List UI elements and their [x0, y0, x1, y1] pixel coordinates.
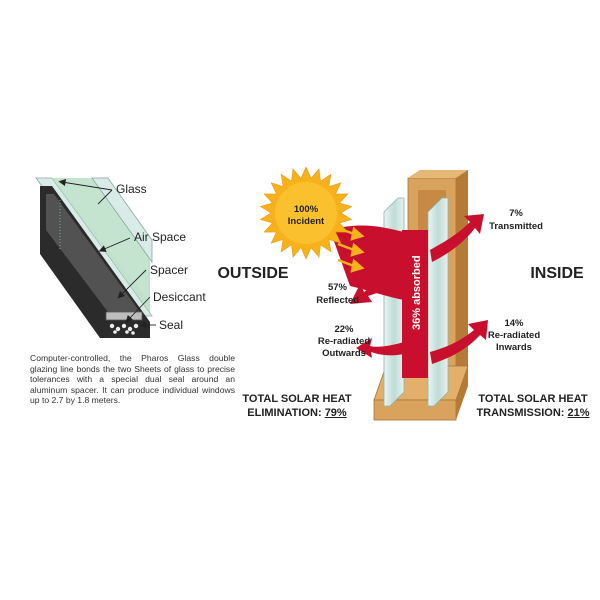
- reradiated-out-line1: Re-radiated: [318, 336, 370, 347]
- absorbed-column: [402, 230, 428, 378]
- reradiated-inwards-arrow: [430, 320, 488, 364]
- glazing-caption: Computer-controlled, the Pharos Glass do…: [30, 353, 235, 406]
- total-elimination-value: 79%: [324, 407, 347, 419]
- total-transmission-line1: TOTAL SOLAR HEAT: [478, 393, 588, 405]
- sun-icon: [259, 166, 353, 260]
- desiccant-leader: [125, 296, 151, 323]
- absorbed-label: 36% absorbed: [411, 255, 423, 330]
- reflected-pct: 57%: [328, 282, 348, 293]
- inside-label: INSIDE: [530, 265, 584, 282]
- incident-rays: [337, 226, 365, 273]
- transmitted-pct: 7%: [509, 208, 523, 219]
- desiccant-label: Desiccant: [153, 290, 206, 304]
- transmitted-arrow: [430, 214, 484, 262]
- reradiated-in-pct: 14%: [504, 318, 524, 329]
- reradiated-out-line2: Outwards: [322, 348, 366, 359]
- reradiated-in-line1: Re-radiated: [488, 330, 540, 341]
- absorbed-band: [330, 225, 404, 300]
- reflected-text: Reflected: [316, 295, 359, 306]
- air-space-label: Air Space: [134, 230, 186, 244]
- total-transmission-value: 21%: [567, 407, 590, 419]
- spacer-label: Spacer: [150, 263, 188, 277]
- outside-label: OUTSIDE: [217, 265, 288, 282]
- air-space-leader: [98, 237, 131, 252]
- spacer-bar: [105, 311, 143, 321]
- incident-pct: 100%: [294, 204, 319, 215]
- reradiated-out-pct: 22%: [334, 324, 354, 335]
- transmitted-text: Transmitted: [489, 221, 543, 232]
- reradiated-in-line2: Inwards: [496, 342, 532, 353]
- reradiated-outwards-arrow: [356, 338, 404, 358]
- desiccant-granules: [109, 323, 139, 335]
- total-transmission-prefix: TRANSMISSION:: [476, 407, 565, 419]
- spacer-leader: [117, 269, 147, 299]
- total-elimination: TOTAL SOLAR HEAT ELIMINATION: 79%: [232, 392, 362, 420]
- seal-label: Seal: [159, 318, 183, 332]
- glass-label: Glass: [116, 182, 147, 196]
- glass-leader: [58, 179, 113, 191]
- inner-glass-pane: [91, 177, 153, 264]
- solar-heat-diagram: 36% absorbed 100% Incident OUTSIDE INSID…: [217, 166, 584, 421]
- glazing-cross-section: Glass Air Space Spacer Desiccant Seal: [35, 177, 206, 338]
- total-elimination-line1: TOTAL SOLAR HEAT: [242, 393, 352, 405]
- total-transmission: TOTAL SOLAR HEAT TRANSMISSION: 21%: [470, 392, 596, 420]
- incident-text: Incident: [288, 216, 325, 227]
- reflected-arrow: [350, 278, 404, 304]
- seal-block: [40, 186, 150, 338]
- total-elimination-prefix: ELIMINATION:: [247, 407, 322, 419]
